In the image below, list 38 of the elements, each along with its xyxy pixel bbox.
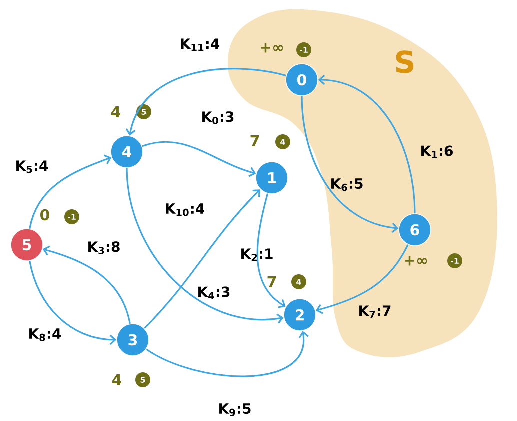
edge-label: K$_{1}$:6 [422, 146, 453, 158]
distance-label: +∞ [405, 256, 428, 266]
parent-badge: -1 [296, 42, 312, 58]
arrow [142, 141, 256, 178]
edge-label: K$_{6}$:5 [332, 178, 363, 192]
arrow [316, 244, 409, 314]
arrow [256, 194, 286, 308]
arrow [126, 168, 284, 324]
edge-label: K$_{3}$:8 [88, 242, 120, 254]
edge-label: K$_{9}$:5 [220, 404, 251, 416]
distance-label: 0 [40, 209, 50, 221]
distance-label: 7 [268, 276, 276, 288]
edge-label: K$_{10}$:4 [166, 204, 205, 216]
parent-badge: 4 [292, 274, 306, 290]
arrow [146, 331, 309, 378]
arrow [42, 246, 131, 324]
edge-label: K$_{7}$:7 [360, 306, 391, 318]
edge-label: K$_{0}$:3 [202, 112, 234, 124]
arrow [301, 96, 399, 234]
arrow [29, 260, 117, 346]
arrow [318, 74, 416, 214]
edge-label: K$_{11}$:4 [181, 38, 220, 52]
arrow [29, 154, 112, 230]
edge-label: K$_{5}$:4 [16, 160, 48, 174]
distance-label: 7 [250, 136, 260, 146]
distance-label: +∞ [261, 43, 284, 53]
edge-label: K$_{8}$:4 [30, 328, 62, 342]
parent-badge: 4 [276, 134, 290, 150]
distance-label: 4 [112, 374, 122, 386]
parent-badge: -1 [64, 210, 80, 224]
arrow [126, 68, 286, 136]
edge-label: K$_{2}$:1 [242, 248, 273, 262]
edge-label: K$_{4}$:3 [198, 286, 230, 300]
parent-badge: -1 [448, 254, 462, 268]
arrow [144, 190, 260, 329]
parent-badge: 5 [136, 372, 150, 388]
parent-badge: 5 [136, 104, 152, 120]
distance-label: 4 [111, 106, 121, 118]
